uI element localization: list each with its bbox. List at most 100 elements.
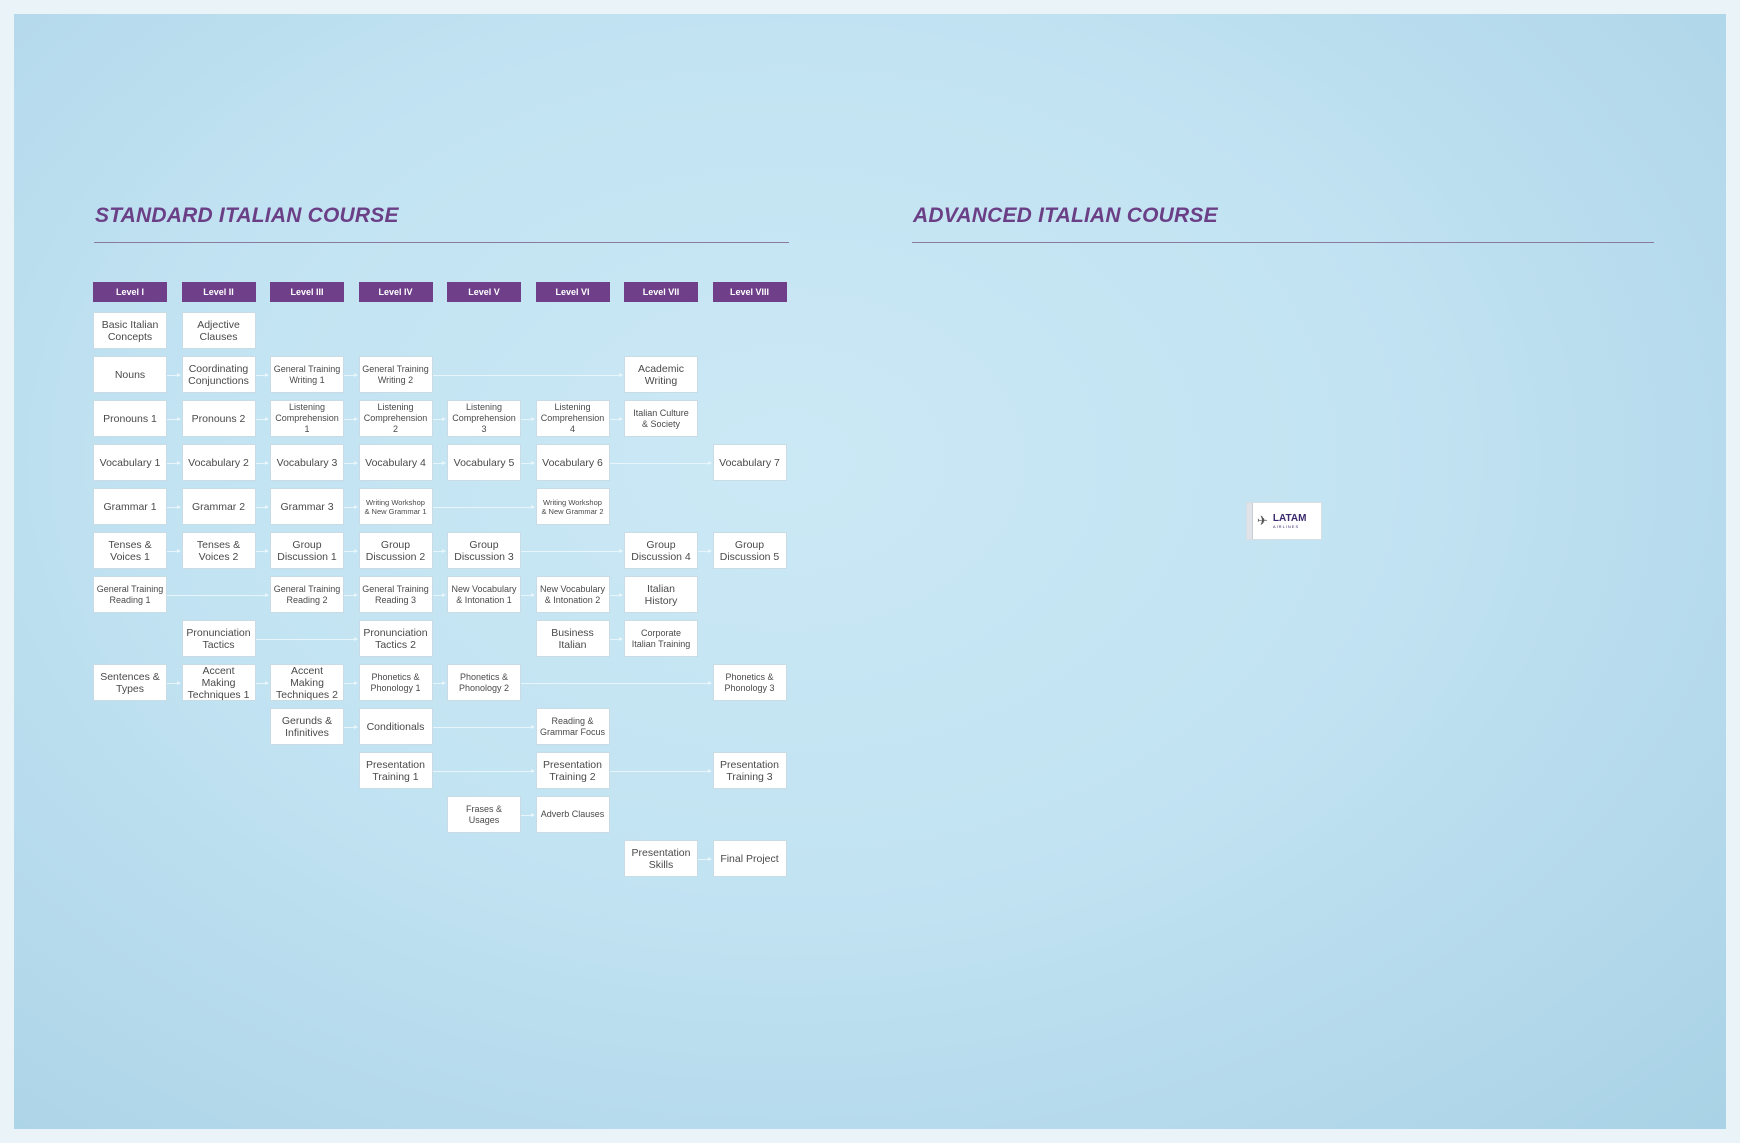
advanced-title-rule <box>912 242 1654 243</box>
course-box: Vocabulary 2 <box>181 444 256 481</box>
course-connector-arrow <box>432 592 446 597</box>
course-connector-arrow <box>344 460 357 465</box>
course-connector-arrow <box>521 548 623 553</box>
level-header-2: Level II <box>181 282 256 302</box>
course-box: Writing Workshop & New Grammar 1 <box>358 488 433 525</box>
logo-brand: LATAM <box>1272 512 1307 524</box>
course-connector-arrow <box>609 460 712 465</box>
course-connector-arrow <box>521 416 534 421</box>
course-box: Pronunciation Tactics <box>181 620 256 657</box>
course-box: Final Project <box>712 840 787 877</box>
course-connector-arrow <box>167 592 269 597</box>
course-connector-arrow <box>167 680 180 685</box>
course-connector-arrow <box>167 548 180 553</box>
course-box: General Training Reading 1 <box>93 576 167 613</box>
course-connector-arrow <box>255 372 269 377</box>
course-box: Italian Culture & Society <box>624 400 698 437</box>
course-box: Nouns <box>93 356 167 393</box>
course-box: Group Discussion 1 <box>270 532 344 569</box>
course-box: Grammar 3 <box>270 488 344 525</box>
airplane-icon: ✈ <box>1257 513 1268 528</box>
course-connector-arrow <box>344 372 357 377</box>
course-box: General Training Reading 3 <box>358 576 433 613</box>
course-connector-arrow <box>432 372 623 377</box>
course-connector-arrow <box>432 724 535 729</box>
course-box: Vocabulary 5 <box>447 444 521 481</box>
course-box: General Training Writing 1 <box>270 356 344 393</box>
course-box: Vocabulary 6 <box>535 444 610 481</box>
course-box: Frases & Usages <box>447 796 521 833</box>
course-connector-arrow <box>255 416 269 421</box>
level-header-7: Level VII <box>624 282 698 302</box>
logo-subtext: AIRLINES <box>1272 523 1300 529</box>
course-box: Sentences & Types <box>93 664 167 701</box>
course-connector-arrow <box>255 548 269 553</box>
course-box: New Vocabulary & Intonation 2 <box>535 576 610 613</box>
course-connector-arrow <box>255 504 269 509</box>
level-header-1: Level I <box>93 282 167 302</box>
course-box: Presentation Training 3 <box>712 752 787 789</box>
level-header-6: Level VI <box>535 282 610 302</box>
course-box: Adjective Clauses <box>181 312 256 349</box>
course-connector-arrow <box>167 416 180 421</box>
course-connector-arrow <box>432 504 535 509</box>
course-box: Gerunds & Infinitives <box>270 708 344 745</box>
latam-logo: ✈ LATAM AIRLINES <box>1246 502 1322 540</box>
course-box: Reading & Grammar Focus <box>535 708 610 745</box>
course-connector-arrow <box>344 592 357 597</box>
course-connector-arrow <box>609 768 712 773</box>
course-box: New Vocabulary & Intonation 1 <box>447 576 521 613</box>
course-box: Phonetics & Phonology 2 <box>447 664 521 701</box>
course-box: Group Discussion 5 <box>712 532 787 569</box>
course-box: Group Discussion 3 <box>447 532 521 569</box>
logo-wordmark: LATAM AIRLINES <box>1272 512 1307 529</box>
course-connector-arrow <box>344 416 357 421</box>
course-connector-arrow <box>609 416 623 421</box>
course-box: General Training Reading 2 <box>270 576 344 613</box>
standard-course-title: STANDARD ITALIAN COURSE <box>95 204 399 227</box>
course-connector-arrow <box>432 460 446 465</box>
course-box: Basic Italian Concepts <box>93 312 167 349</box>
course-connector-arrow <box>255 680 269 685</box>
course-connector-arrow <box>255 460 269 465</box>
course-box: Listening Comprehension 3 <box>447 400 521 437</box>
course-box: Pronunciation Tactics 2 <box>358 620 433 657</box>
course-connector-arrow <box>521 592 534 597</box>
course-box: Corporate Italian Training <box>624 620 698 657</box>
course-box: Listening Comprehension 4 <box>535 400 610 437</box>
course-box: Listening Comprehension 1 <box>270 400 344 437</box>
course-box: Coordinating Conjunctions <box>181 356 256 393</box>
level-header-4: Level IV <box>358 282 433 302</box>
course-connector-arrow <box>344 680 357 685</box>
logo-tab <box>1247 503 1253 539</box>
course-connector-arrow <box>698 548 711 553</box>
course-box: Accent Making Techniques 1 <box>181 664 256 701</box>
course-box: Listening Comprehension 2 <box>358 400 433 437</box>
course-connector-arrow <box>432 768 535 773</box>
course-box: Adverb Clauses <box>535 796 610 833</box>
course-connector-arrow <box>521 812 534 817</box>
standard-title-rule <box>94 242 789 243</box>
course-box: Presentation Training 1 <box>358 752 433 789</box>
course-box: Group Discussion 4 <box>624 532 698 569</box>
course-connector-arrow <box>609 636 623 641</box>
course-box: Grammar 2 <box>181 488 256 525</box>
course-box: Vocabulary 1 <box>93 444 167 481</box>
course-connector-arrow <box>432 680 446 685</box>
advanced-course-title: ADVANCED ITALIAN COURSE <box>913 204 1218 227</box>
course-connector-arrow <box>167 460 180 465</box>
course-box: Pronouns 2 <box>181 400 256 437</box>
level-header-5: Level V <box>447 282 521 302</box>
course-connector-arrow <box>432 416 446 421</box>
course-connector-arrow <box>521 460 534 465</box>
course-box: Presentation Training 2 <box>535 752 610 789</box>
course-box: Accent Making Techniques 2 <box>270 664 344 701</box>
course-box: Grammar 1 <box>93 488 167 525</box>
course-connector-arrow <box>255 636 358 641</box>
course-connector-arrow <box>167 504 180 509</box>
course-box: Tenses & Voices 2 <box>181 532 256 569</box>
course-box: Phonetics & Phonology 1 <box>358 664 433 701</box>
course-box: Vocabulary 3 <box>270 444 344 481</box>
course-box: Academic Writing <box>624 356 698 393</box>
course-box: Writing Workshop & New Grammar 2 <box>535 488 610 525</box>
